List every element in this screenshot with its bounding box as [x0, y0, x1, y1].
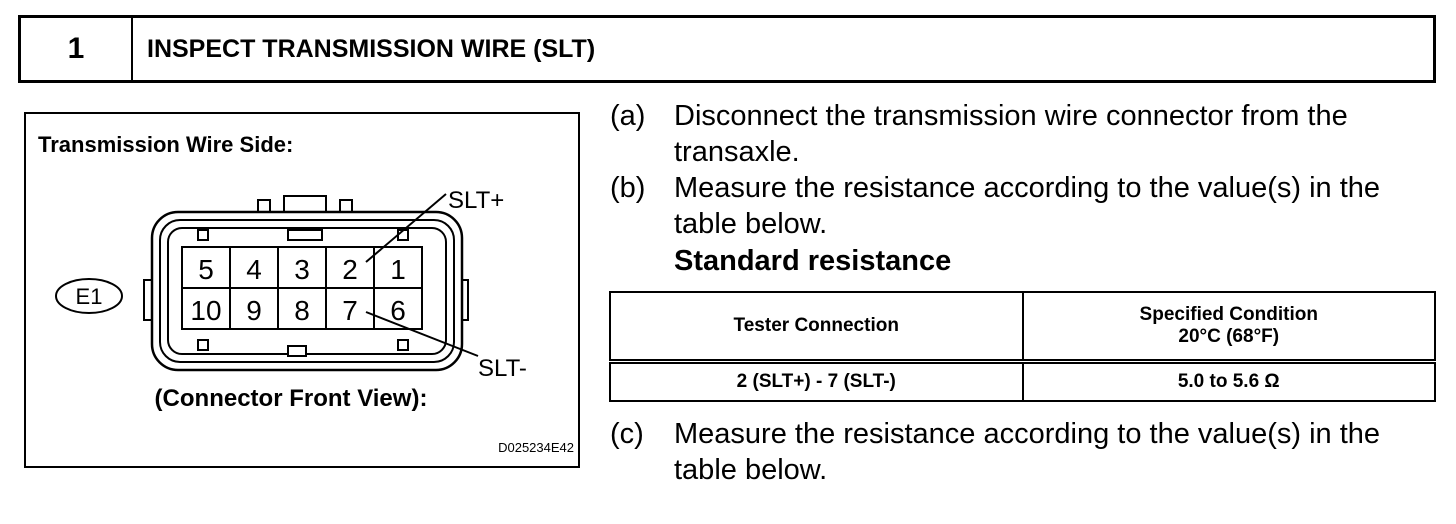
step-text: Measure the resistance according to the … [674, 172, 1381, 240]
step-title: INSPECT TRANSMISSION WIRE (SLT) [147, 34, 596, 63]
figure-code: D025234E42 [498, 440, 574, 455]
pin-label: 10 [190, 295, 221, 326]
step-label: (c) [610, 418, 644, 450]
condition-header-line2: 20°C (68°F) [1178, 326, 1280, 347]
table-cell-connection: 2 (SLT+) - 7 (SLT-) [609, 360, 1024, 402]
step-text: Disconnect the transmission wire connect… [674, 100, 1348, 168]
connector-id-badge [55, 278, 123, 314]
step-number: 1 [21, 18, 133, 80]
pin-label: 5 [198, 254, 214, 285]
standard-resistance-label: Standard resistance [674, 245, 952, 277]
step-label: (b) [610, 172, 646, 204]
pin-label: 6 [390, 295, 406, 326]
slt-minus-label: SLT- [478, 355, 527, 382]
step-a: (a) Disconnect the transmission wire con… [610, 98, 1440, 170]
step-b: (b) Measure the resistance according to … [610, 170, 1440, 242]
key-notch [397, 339, 409, 351]
key-notch [287, 345, 307, 357]
connector-housing-mid [159, 219, 455, 363]
resistance-table: Tester Connection Specified Condition 20… [609, 291, 1436, 402]
leader-line-minus [365, 311, 479, 357]
condition-header-line1: Specified Condition [1139, 304, 1318, 325]
table-cell-condition: 5.0 to 5.6 Ω [1021, 360, 1436, 402]
step-label: (a) [610, 100, 646, 132]
key-notch [197, 339, 209, 351]
connector-figure: Transmission Wire Side: 5 4 3 2 1 [24, 112, 580, 468]
key-notch [287, 229, 323, 241]
figure-side-title: Transmission Wire Side: [38, 132, 293, 157]
pin-label: 3 [294, 254, 310, 285]
pin-label: 1 [390, 254, 406, 285]
leader-line-plus [365, 193, 447, 263]
pin-label: 9 [246, 295, 262, 326]
pin-label: 7 [342, 295, 358, 326]
step-text: Measure the resistance according to the … [674, 418, 1381, 486]
procedure-steps: (a) Disconnect the transmission wire con… [610, 98, 1440, 280]
pin-label: 2 [342, 254, 358, 285]
pin-label: 8 [294, 295, 310, 326]
step-header: 1 INSPECT TRANSMISSION WIRE (SLT) [18, 15, 1436, 83]
table-row: 2 (SLT+) - 7 (SLT-) 5.0 to 5.6 Ω [609, 360, 1436, 402]
step-c: (c) Measure the resistance according to … [610, 416, 1440, 488]
connector-id: E1 [76, 284, 103, 309]
table-header-connection: Tester Connection [609, 291, 1024, 364]
connector-diagram: Transmission Wire Side: 5 4 3 2 1 [38, 132, 574, 455]
pin-label: 4 [246, 254, 262, 285]
view-caption: (Connector Front View): [155, 385, 428, 412]
table-header-condition: Specified Condition 20°C (68°F) [1021, 291, 1436, 364]
slt-plus-label: SLT+ [448, 187, 504, 214]
key-notch [197, 229, 209, 241]
